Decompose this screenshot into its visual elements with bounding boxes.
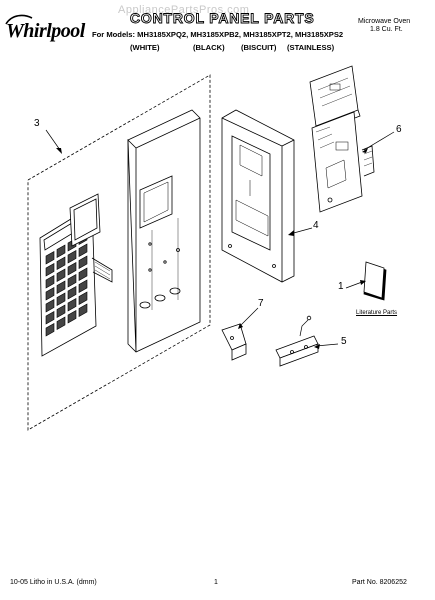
callout-7: 7	[258, 298, 264, 309]
keypad-key	[78, 267, 88, 282]
keypad-key	[78, 255, 88, 270]
keypad-key	[45, 298, 55, 313]
arrow-heads	[56, 148, 368, 349]
keypad-key	[78, 243, 88, 258]
keypad-key	[45, 274, 55, 289]
brand-swoosh-icon	[5, 14, 33, 25]
keypad-key	[78, 303, 88, 318]
color-white: (WHITE)	[130, 43, 160, 52]
callout-4: 4	[313, 220, 319, 231]
watermark: AppliancePartsPros.com	[118, 4, 250, 16]
color-stainless: (STAINLESS)	[287, 43, 335, 52]
keypad-key	[56, 268, 66, 283]
keypad-key	[67, 297, 77, 312]
callout-3: 3	[34, 118, 40, 129]
panel-backing-plate	[221, 109, 295, 283]
control-board-main	[311, 111, 375, 213]
callout-5: 5	[341, 336, 347, 347]
callout-1: 1	[338, 281, 344, 292]
brand-logo: Whirlpool	[6, 20, 85, 42]
keypad-key	[45, 286, 55, 301]
models-line: For Models: MH3185XPQ2, MH3185XPB2, MH31…	[92, 30, 344, 39]
color-biscuit: (BISCUIT)	[241, 43, 277, 52]
keypad-key	[56, 304, 66, 319]
keypad-key	[67, 309, 77, 324]
keypad-key	[45, 322, 55, 337]
product-size: 1.8 Cu. Ft.	[370, 26, 403, 33]
sensor-bracket-part	[275, 315, 319, 367]
footer-print-info: 10-05 Litho in U.S.A. (dmm)	[10, 579, 97, 586]
callout-6: 6	[396, 124, 402, 135]
footer-part-number: Part No. 8206252	[352, 579, 407, 586]
keypad-key	[56, 316, 66, 331]
bracket-part	[221, 323, 247, 361]
product-type: Microwave Oven	[358, 18, 411, 25]
keypad-key	[56, 280, 66, 295]
keypad-key	[56, 244, 66, 259]
keypad-key	[45, 262, 55, 277]
keypad-key	[67, 273, 77, 288]
page-title: CONTROL PANEL PARTS	[130, 10, 315, 27]
assembly-dashed-outline	[27, 74, 211, 431]
keypad-key	[78, 279, 88, 294]
keypad-key	[67, 261, 77, 276]
keypad-key	[45, 250, 55, 265]
footer-page-number: 1	[214, 579, 218, 586]
keypad-key	[56, 256, 66, 271]
keypad-key	[78, 291, 88, 306]
keypad-key	[56, 292, 66, 307]
keypad-key	[67, 249, 77, 264]
display-window	[69, 193, 101, 247]
literature-parts-label: Literature Parts	[356, 310, 398, 316]
keypad-key	[45, 310, 55, 325]
color-black: (BLACK)	[193, 43, 225, 52]
literature-booklet	[363, 261, 387, 301]
control-panel-frame	[127, 109, 201, 353]
keypad-key	[67, 285, 77, 300]
keypad-membrane	[39, 205, 113, 357]
